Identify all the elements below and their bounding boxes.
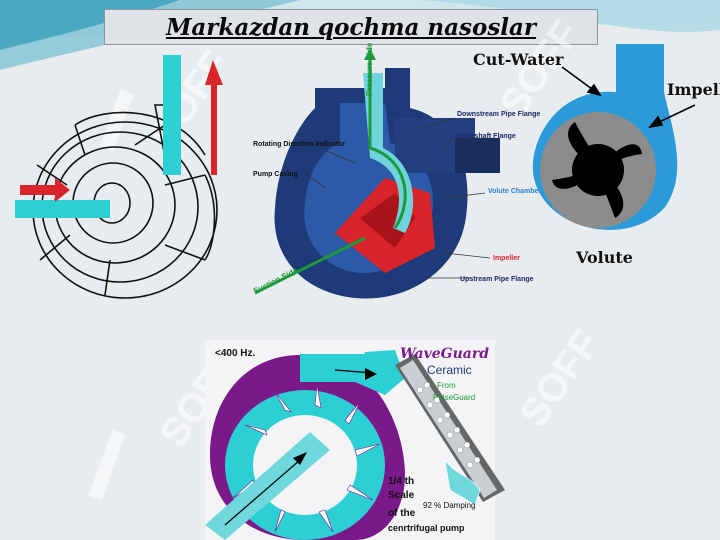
label-ceramic: Ceramic [427,363,472,377]
label-waveguard-brand: WaveGuard [400,346,489,362]
flow-arrow-icon [365,368,377,380]
label-rotating-direction: Rotating Direction Indicator [253,141,345,148]
slide-title: Markazdan qochma nasoslar [165,13,537,41]
label-pump-casing: Pump Casing [253,171,298,178]
label-driveshaft-flange: Driveshaft Flange [457,133,516,140]
flow-arrow-icon [293,452,307,465]
label-damping: 92 % Damping [423,501,475,510]
label-from: From [437,381,456,390]
label-scale-3: of the [388,508,416,519]
label-cut-water: Cut-Water [473,50,564,69]
slide-title-box: Markazdan qochma nasoslar [104,9,598,45]
inflow-arrow-icon [20,178,70,202]
waveguard-figure: <400 Hz. WaveGuard Ceramic From PulseGua… [205,340,505,540]
label-scale-4: cenrtrifugal pump [388,523,465,533]
inflow-channel [15,200,110,218]
watermark-logo-icon [88,429,126,501]
label-pressure-side: Pressure Side [365,42,374,96]
volute-diagram-figure: Cut-Water Impeller Volute [473,44,720,267]
label-impeller: Impeller [667,80,720,99]
label-upstream-flange: Upstream Pipe Flange [460,276,534,283]
label-scale-1: 1/4 th [388,476,414,487]
outflow-channel [163,55,181,175]
label-frequency: <400 Hz. [215,348,256,359]
label-downstream-flange: Downstream Pipe Flange [457,111,540,118]
label-pulseguard: PulseGuard [433,393,475,402]
pump-cutaway-figure: Pressure Side Downstream Pipe Flange Dri… [252,42,541,299]
label-volute: Volute [575,248,633,267]
impeller-wireframe-figure [15,55,223,299]
label-volute-chamber: Volute Chamber [488,188,541,195]
outflow-arrow-icon [205,60,223,175]
label-impeller: Impeller [493,255,520,262]
label-suction-side: Suction Side [252,266,300,296]
label-scale-2: Scale [388,490,415,501]
watermark-logo-icon [100,89,134,151]
